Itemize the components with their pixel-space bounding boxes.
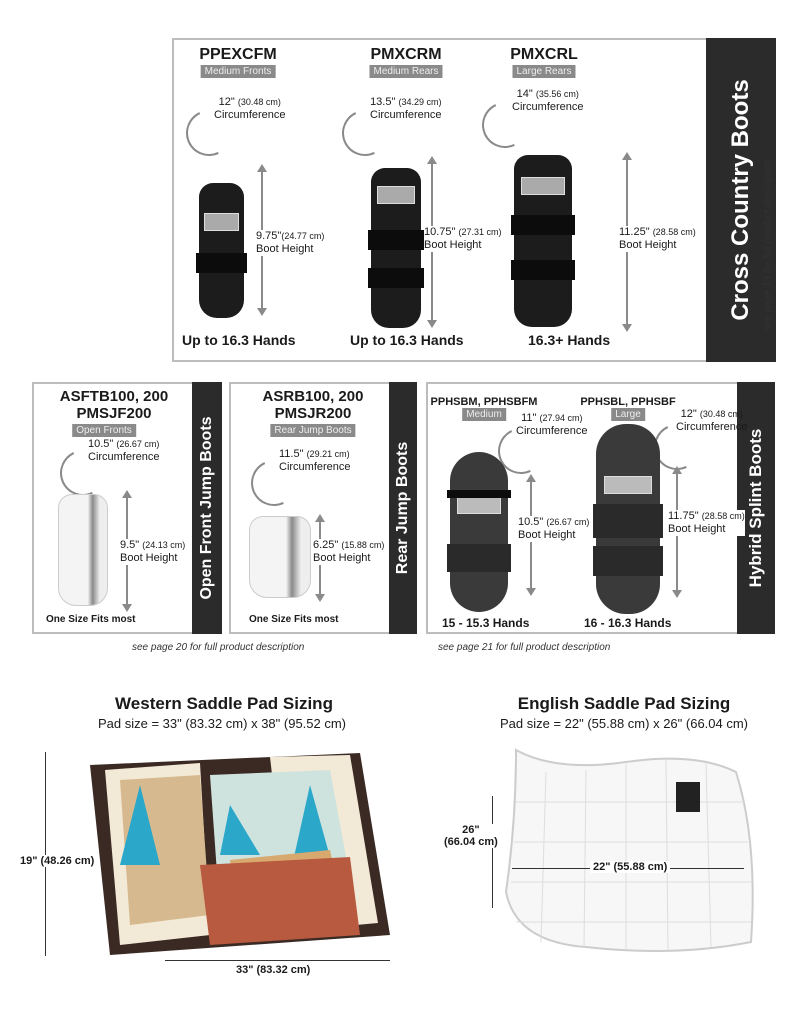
english-height-dimension: 26"(66.04 cm) [444, 824, 498, 848]
circumference: 12" (30.48 cm)Circumference [676, 408, 748, 433]
boot-image [249, 516, 311, 598]
section-title-bar: Cross Country Boots [706, 38, 776, 362]
english-pad-size: Pad size = 22" (55.88 cm) x 26" (66.04 c… [499, 716, 749, 731]
size-tag: Large [611, 408, 645, 421]
page-reference-note: see page 21 for full product description [438, 642, 611, 653]
section-title-bar: Open Front Jump Boots [192, 382, 222, 634]
size-tag: Medium [462, 408, 506, 421]
western-pad-size: Pad size = 33" (83.32 cm) x 38" (95.52 c… [97, 716, 347, 731]
size-tag: Large Rears [512, 65, 576, 78]
boot-image [511, 155, 575, 327]
western-height-dimension: 19" (48.26 cm) [20, 855, 95, 867]
hands-size: 16.3+ Hands [528, 332, 611, 348]
page-reference-note: see page 20 for full product description [132, 642, 305, 653]
section-title: Rear Jump Boots [394, 441, 411, 575]
boot-height: 10.75" (27.31 cm)Boot Height [424, 226, 502, 252]
boot-image [593, 424, 663, 614]
fit-note: One Size Fits most [46, 614, 136, 625]
size-tag: Medium Fronts [200, 65, 276, 78]
page-reference-note: see page 19 for full product description [762, 158, 774, 332]
product-code: PMXCRL [510, 46, 578, 63]
product-code: PMXCRM [370, 46, 442, 63]
section-title: Hybrid Splint Boots [746, 428, 765, 588]
circumference: 14" (35.56 cm)Circumference [512, 88, 584, 113]
size-tag: Rear Jump Boots [270, 424, 356, 437]
hands-size: Up to 16.3 Hands [182, 332, 296, 348]
boot-image [368, 168, 424, 328]
product-code: PPHSBL, PPHSBF [580, 396, 676, 408]
boot-height: 6.25" (15.88 cm)Boot Height [313, 539, 385, 565]
product-code: PPEXCFM [199, 46, 277, 63]
cross-country-panel: Cross Country Boots PPEXCFM Medium Front… [172, 38, 776, 362]
circumference: 13.5" (34.29 cm)Circumference [370, 96, 442, 121]
boot-height: 11.25" (28.58 cm)Boot Height [619, 226, 696, 252]
boot-height: 11.75" (28.58 cm)Boot Height [668, 510, 745, 536]
section-title-bar: Hybrid Splint Boots [737, 382, 775, 634]
circumference: 11.5" (29.21 cm)Circumference [279, 448, 351, 473]
circumference: 11" (27.94 cm)Circumference [516, 412, 588, 437]
section-title-bar: Rear Jump Boots [389, 382, 417, 634]
hands-size: 15 - 15.3 Hands [442, 616, 530, 630]
size-tag: Open Fronts [72, 424, 136, 437]
hands-size: 16 - 16.3 Hands [584, 616, 672, 630]
section-title: Cross Country Boots [727, 79, 754, 321]
circumference: 12" (30.48 cm)Circumference [214, 96, 286, 121]
boot-height: 9.75"(24.77 cm)Boot Height [256, 230, 325, 256]
english-saddle-pad-image [504, 748, 754, 952]
boot-height: 10.5" (26.67 cm)Boot Height [518, 516, 590, 542]
hands-size: Up to 16.3 Hands [350, 332, 464, 348]
boot-height: 9.5" (24.13 cm)Boot Height [120, 539, 186, 565]
product-code: PPHSBM, PPHSBFM [430, 396, 538, 408]
english-title: English Saddle Pad Sizing [517, 694, 731, 713]
section-title: Open Front Jump Boots [198, 416, 215, 600]
western-width-dimension: 33" (83.32 cm) [236, 964, 311, 976]
western-saddle-pad-image [90, 753, 390, 955]
circumference: 10.5" (26.67 cm)Circumference [88, 438, 160, 463]
fit-note: One Size Fits most [249, 614, 339, 625]
hybrid-splint-panel: Hybrid Splint Boots PPHSBM, PPHSBFM Medi… [426, 382, 775, 634]
boot-image [58, 494, 108, 606]
english-width-dimension: 22" (55.88 cm) [590, 861, 671, 873]
western-title: Western Saddle Pad Sizing [115, 694, 333, 713]
size-tag: Medium Rears [369, 65, 443, 78]
boot-image [447, 452, 511, 612]
boot-image [196, 183, 247, 318]
